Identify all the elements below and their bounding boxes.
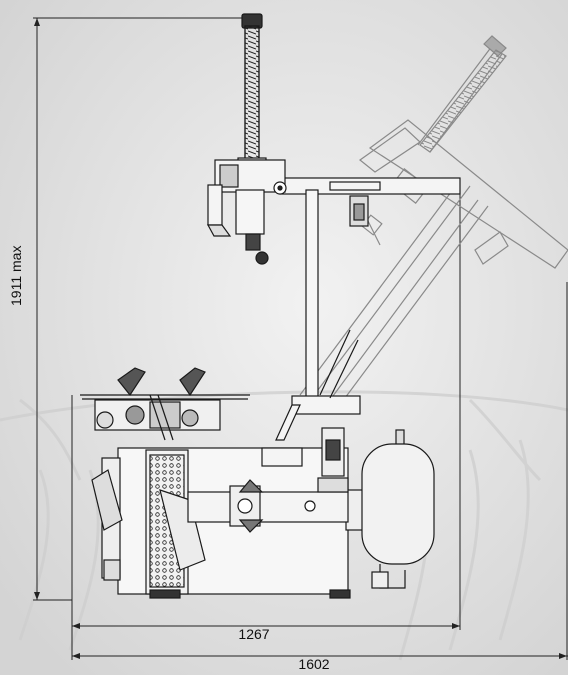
tilted-column-ghost xyxy=(299,35,568,403)
overall-width-dimension-label: 1602 xyxy=(298,656,330,672)
main-column xyxy=(275,189,361,441)
control-box xyxy=(261,427,349,493)
height-dimension-label: 1911 max xyxy=(8,245,24,306)
horizontal-arm xyxy=(279,177,461,227)
air-tank xyxy=(361,429,435,589)
dimension-arrows xyxy=(34,18,567,659)
dimension-lines xyxy=(33,17,568,660)
bead-breaker-arm xyxy=(187,479,349,533)
tool-head xyxy=(206,159,287,265)
width-dimension-label: 1267 xyxy=(238,626,270,642)
turntable xyxy=(80,367,250,441)
